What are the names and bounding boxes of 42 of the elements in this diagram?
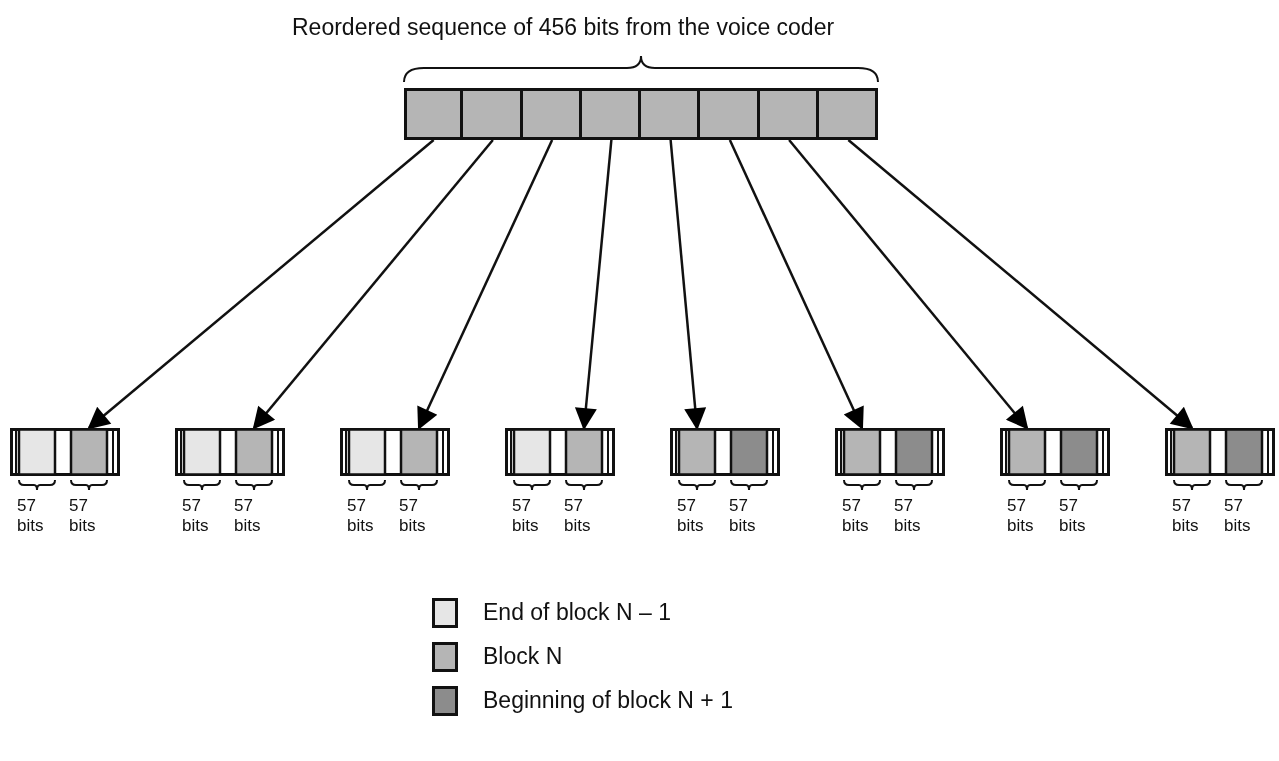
- bit-segment: [700, 88, 760, 140]
- arrow: [87, 139, 435, 430]
- bit-count: 57 bits: [182, 496, 210, 536]
- bit-count: 57 bits: [1007, 496, 1035, 536]
- bit-segment: [641, 88, 701, 140]
- bit-count: 57 bits: [564, 496, 592, 536]
- burst-block: [1000, 428, 1110, 476]
- arrow: [847, 139, 1194, 430]
- bit-segment: [759, 88, 819, 140]
- bit-count: 57 bits: [17, 496, 45, 536]
- title: Reordered sequence of 456 bits from the voice coder: [292, 14, 835, 41]
- bit-count: 57 bits: [1224, 496, 1252, 536]
- burst-block: [670, 428, 780, 476]
- bit-count: 57 bits: [894, 496, 922, 536]
- arrow: [417, 139, 554, 430]
- bit-count: 57 bits: [729, 496, 757, 536]
- bit-segment: [463, 88, 523, 140]
- bit-count: 57 bits: [1059, 496, 1087, 536]
- legend-label: Block N: [483, 643, 563, 670]
- bit-count: 57 bits: [1172, 496, 1200, 536]
- bit-count: 57 bits: [234, 496, 262, 536]
- bit-count: 57 bits: [399, 496, 427, 536]
- arrow: [728, 139, 864, 430]
- bit-count: 57 bits: [842, 496, 870, 536]
- legend-label: Beginning of block N + 1: [483, 687, 733, 714]
- burst-block: [10, 428, 120, 476]
- burst-block: [505, 428, 615, 476]
- legend-label: End of block N – 1: [483, 599, 671, 626]
- bit-segment: [581, 88, 641, 140]
- burst-block: [340, 428, 450, 476]
- bit-count: 57 bits: [69, 496, 97, 536]
- arrow: [788, 139, 1029, 430]
- bit-count: 57 bits: [677, 496, 705, 536]
- burst-block: [835, 428, 945, 476]
- bit-count: 57 bits: [347, 496, 375, 536]
- bit-segment: [522, 88, 582, 140]
- burst-block: [1165, 428, 1275, 476]
- bit-segment: [404, 88, 464, 140]
- burst-block: [175, 428, 285, 476]
- bit-count: 57 bits: [512, 496, 540, 536]
- arrow: [252, 139, 494, 430]
- bit-segment: [818, 88, 878, 140]
